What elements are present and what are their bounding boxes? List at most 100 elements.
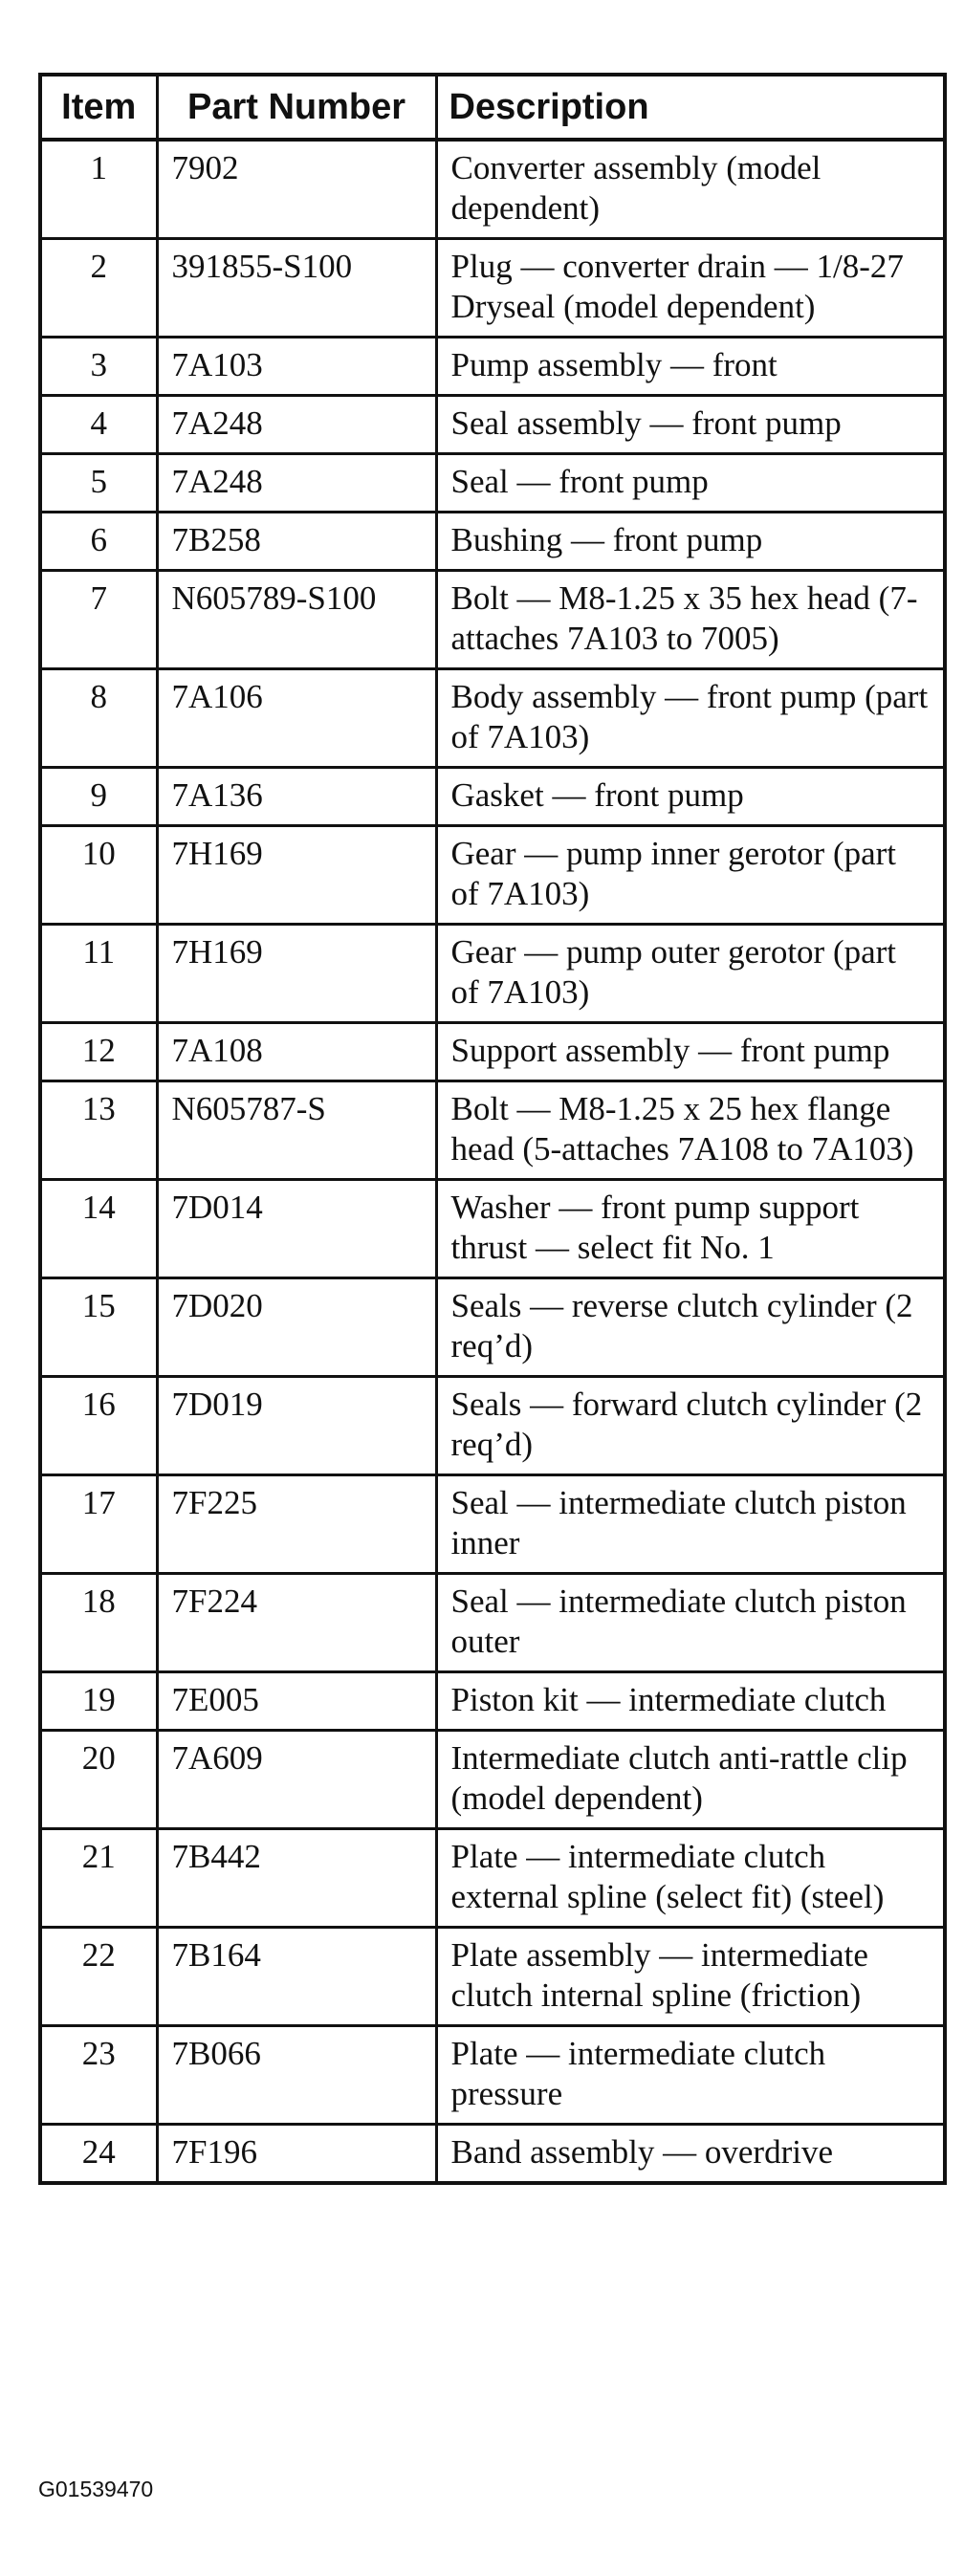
header-row: Item Part Number Description — [38, 73, 947, 142]
item-cell: 22 — [38, 1926, 159, 2027]
description-cell: Plug — converter drain — 1/8-27 Dryseal … — [434, 237, 947, 338]
item-cell: 1 — [38, 138, 159, 240]
item-cell: 19 — [38, 1670, 159, 1732]
description-column-header: Description — [434, 73, 947, 142]
part-number-cell: 7F196 — [155, 2123, 438, 2185]
item-cell: 16 — [38, 1375, 159, 1476]
description-cell: Converter assembly (model dependent) — [434, 138, 947, 240]
description-cell: Piston kit — intermediate clutch — [434, 1670, 947, 1732]
part-number-cell: 7F224 — [155, 1572, 438, 1673]
part-number-cell: 7A106 — [155, 667, 438, 769]
item-cell: 23 — [38, 2024, 159, 2126]
part-number-cell: N605789-S100 — [155, 569, 438, 670]
item-cell: 4 — [38, 394, 159, 455]
description-cell: Seals — reverse clutch cylinder (2 req’d… — [434, 1277, 947, 1378]
description-cell: Plate — intermediate clutch pressure — [434, 2024, 947, 2126]
part-number-cell: N605787-S — [155, 1080, 438, 1181]
description-cell: Band assembly — overdrive — [434, 2123, 947, 2185]
part-number-cell: 7D019 — [155, 1375, 438, 1476]
item-cell: 9 — [38, 766, 159, 827]
description-cell: Gear — pump inner gerotor (part of 7A103… — [434, 824, 947, 926]
part-number-cell: 7B442 — [155, 1827, 438, 1929]
item-cell: 10 — [38, 824, 159, 926]
item-cell: 11 — [38, 923, 159, 1024]
item-cell: 7 — [38, 569, 159, 670]
part-number-cell: 7D020 — [155, 1277, 438, 1378]
part-number-cell: 7902 — [155, 138, 438, 240]
part-number-cell: 7F225 — [155, 1474, 438, 1575]
description-cell: Seal — intermediate clutch piston outer — [434, 1572, 947, 1673]
item-cell: 17 — [38, 1474, 159, 1575]
part-number-cell: 7A609 — [155, 1729, 438, 1830]
description-cell: Washer — front pump support thrust — sel… — [434, 1178, 947, 1279]
item-cell: 6 — [38, 511, 159, 572]
description-cell: Seal — front pump — [434, 452, 947, 513]
description-cell: Bolt — M8-1.25 x 35 hex head (7-attaches… — [434, 569, 947, 670]
part-number-cell: 7B258 — [155, 511, 438, 572]
part-number-cell: 7A248 — [155, 452, 438, 513]
item-cell: 5 — [38, 452, 159, 513]
description-cell: Seal — intermediate clutch piston inner — [434, 1474, 947, 1575]
item-cell: 20 — [38, 1729, 159, 1830]
part-number-cell: 7E005 — [155, 1670, 438, 1732]
description-cell: Plate — intermediate clutch external spl… — [434, 1827, 947, 1929]
part-number-cell: 7B164 — [155, 1926, 438, 2027]
item-cell: 24 — [38, 2123, 159, 2185]
part-number-cell: 7A103 — [155, 336, 438, 397]
item-cell: 18 — [38, 1572, 159, 1673]
part-number-cell: 7D014 — [155, 1178, 438, 1279]
part-number-cell: 7B066 — [155, 2024, 438, 2126]
description-cell: Intermediate clutch anti-rattle clip (mo… — [434, 1729, 947, 1830]
part-number-cell: 7H169 — [155, 824, 438, 926]
item-cell: 3 — [38, 336, 159, 397]
description-cell: Gear — pump outer gerotor (part of 7A103… — [434, 923, 947, 1024]
part-number-cell: 391855-S100 — [155, 237, 438, 338]
item-cell: 21 — [38, 1827, 159, 1929]
item-cell: 8 — [38, 667, 159, 769]
item-cell: 14 — [38, 1178, 159, 1279]
description-cell: Support assembly — front pump — [434, 1021, 947, 1082]
description-cell: Plate assembly — intermediate clutch int… — [434, 1926, 947, 2027]
part-number-cell: 7H169 — [155, 923, 438, 1024]
description-cell: Gasket — front pump — [434, 766, 947, 827]
description-cell: Seals — forward clutch cylinder (2 req’d… — [434, 1375, 947, 1476]
figure-id: G01539470 — [38, 2477, 154, 2501]
part-number-column-header: Part Number — [155, 73, 438, 142]
description-cell: Bolt — M8-1.25 x 25 hex flange head (5-a… — [434, 1080, 947, 1181]
item-cell: 13 — [38, 1080, 159, 1181]
description-cell: Bushing — front pump — [434, 511, 947, 572]
item-cell: 12 — [38, 1021, 159, 1082]
part-number-cell: 7A108 — [155, 1021, 438, 1082]
part-number-cell: 7A136 — [155, 766, 438, 827]
description-cell: Body assembly — front pump (part of 7A10… — [434, 667, 947, 769]
description-cell: Pump assembly — front — [434, 336, 947, 397]
part-number-cell: 7A248 — [155, 394, 438, 455]
description-cell: Seal assembly — front pump — [434, 394, 947, 455]
item-column-header: Item — [38, 73, 159, 142]
